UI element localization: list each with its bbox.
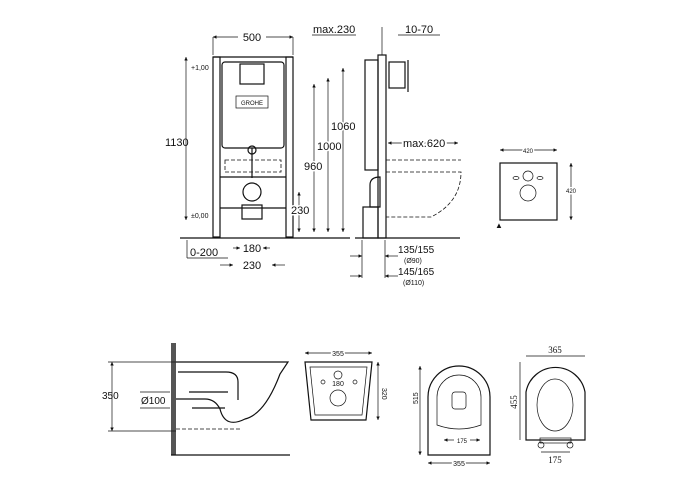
bowl-plan-view: 175 515 355 [412,365,491,470]
dim-panel-height: 420 [566,189,577,195]
level-top: +1,00 [191,65,209,72]
dim-960: 960 [304,161,322,173]
dim-max-230: max.230 [313,24,355,36]
label-d110: (Ø110) [403,280,424,287]
grohe-logo [235,95,269,109]
dim-230-height: 230 [291,205,309,217]
dim-total-height: 1130 [165,137,189,149]
dim-135-155: 135/155 [398,245,435,256]
level-zero: ±0,00 [191,213,209,220]
dim-10-70: 10-70 [405,24,433,36]
drain-connection [242,182,262,202]
flush-opening [239,63,265,85]
dim-panel-width: 420 [523,149,534,155]
dim-width: 500 [243,32,261,44]
insulation-panel: 420 420 ▲ [495,148,578,231]
dim-180: 180 [243,243,261,255]
bowl-side-view: 350 Ø100 [102,343,290,456]
dim-plan-width: 355 [453,461,465,468]
dim-230-width: 230 [243,260,261,272]
dim-bowl-height: 350 [102,391,119,402]
dim-bolt-spacing: 180 [332,381,344,388]
dim-1060: 1060 [331,121,355,133]
label-d90: (Ø90) [404,258,422,265]
flush-plate [388,61,406,89]
dim-back-depth: 320 [380,388,387,400]
bowl-back-view: 180 355 320 [304,350,387,421]
dim-seat-length: 455 [509,395,519,409]
frame-front-view: GROHE 500 1130 +1,00 ±0,00 1060 1000 960… [165,32,357,272]
logo-text: GROHE [241,101,263,107]
dim-plan-length: 515 [413,392,420,404]
dim-hinge-spacing: 175 [548,455,562,465]
dim-outlet: Ø100 [141,396,166,407]
frame-side-view: max.230 10-70 max.620 135/155 (Ø90) 145/… [312,24,462,287]
toilet-seat-view: 365 455 175 [509,345,586,465]
dim-1000: 1000 [317,141,341,153]
dim-145-165: 145/165 [398,267,435,278]
dim-max-620: max.620 [403,138,445,150]
arrow-up-icon: ▲ [495,221,503,230]
dim-plan-spacing: 175 [457,439,468,445]
dim-offset: 0-200 [190,247,218,259]
cistern [221,61,285,149]
dim-back-width: 355 [332,351,344,358]
dim-seat-width: 365 [548,345,562,355]
